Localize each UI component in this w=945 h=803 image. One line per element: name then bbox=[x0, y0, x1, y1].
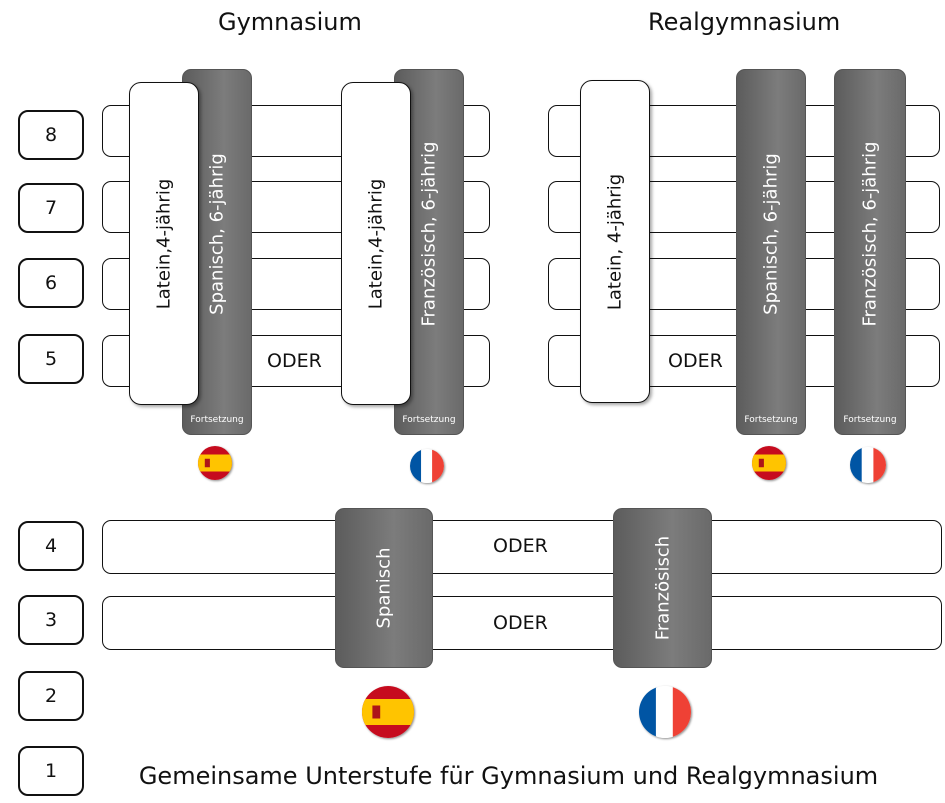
gymnasium-spanish-6yr-label: Spanisch, 6-jährig bbox=[206, 152, 228, 315]
grade-5: 5 bbox=[18, 334, 84, 384]
gymnasium-latin-label-b: Latein,4-jährig bbox=[365, 178, 387, 309]
gymnasium-latin-column-a: Latein,4-jährig bbox=[129, 82, 199, 405]
realgymnasium-spanish-label: Spanisch, 6-jährig bbox=[760, 152, 782, 315]
spain-flag-icon bbox=[198, 446, 232, 480]
grade-8: 8 bbox=[18, 110, 84, 160]
footer-caption: Gemeinsame Unterstufe für Gymnasium und … bbox=[138, 762, 879, 790]
france-flag-icon bbox=[850, 447, 886, 483]
grade-6: 6 bbox=[18, 258, 84, 308]
realgymnasium-title: Realgymnasium bbox=[648, 8, 841, 36]
row4-oder-label: ODER bbox=[493, 535, 548, 557]
realgymnasium-latin-label: Latein, 4-jährig bbox=[604, 173, 626, 310]
lower-spanish-column: Spanisch bbox=[335, 508, 433, 668]
shared-row-4 bbox=[102, 520, 942, 574]
realgymnasium-french-column: Französisch, 6-jährig Fortsetzung bbox=[834, 69, 906, 435]
row3-oder-label: ODER bbox=[493, 612, 548, 634]
gymnasium-french-continuation-label: Fortsetzung bbox=[402, 415, 456, 425]
lower-french-column: Französisch bbox=[613, 508, 712, 668]
realgymnasium-french-label: Französisch, 6-jährig bbox=[859, 141, 881, 327]
grade-7: 7 bbox=[18, 183, 84, 233]
gymnasium-latin-column-b: Latein,4-jährig bbox=[341, 82, 411, 405]
gymnasium-latin-label-a: Latein,4-jährig bbox=[153, 178, 175, 309]
gymnasium-title: Gymnasium bbox=[218, 8, 362, 36]
grade-3: 3 bbox=[18, 595, 84, 645]
realgymnasium-spanish-column: Spanisch, 6-jährig Fortsetzung bbox=[736, 69, 806, 435]
gymnasium-spanish-continuation-label: Fortsetzung bbox=[190, 415, 244, 425]
spain-flag-icon bbox=[752, 446, 786, 480]
grade-2: 2 bbox=[18, 671, 84, 721]
realgymnasium-spanish-continuation-label: Fortsetzung bbox=[744, 415, 798, 425]
realgymnasium-oder-label: ODER bbox=[668, 350, 723, 372]
gymnasium-oder-label: ODER bbox=[267, 350, 322, 372]
lower-spanish-label: Spanisch bbox=[373, 547, 395, 629]
shared-row-3 bbox=[102, 596, 942, 650]
france-flag-icon bbox=[639, 686, 691, 738]
spain-flag-icon bbox=[362, 686, 414, 738]
lower-french-label: Französisch bbox=[652, 535, 673, 641]
france-flag-icon bbox=[410, 449, 444, 483]
realgymnasium-french-continuation-label: Fortsetzung bbox=[843, 415, 897, 425]
realgymnasium-latin-column: Latein, 4-jährig bbox=[580, 80, 650, 403]
gymnasium-french-6yr-label: Französisch, 6-jährig bbox=[418, 141, 440, 327]
grade-4: 4 bbox=[18, 521, 84, 571]
grade-1: 1 bbox=[18, 746, 84, 796]
